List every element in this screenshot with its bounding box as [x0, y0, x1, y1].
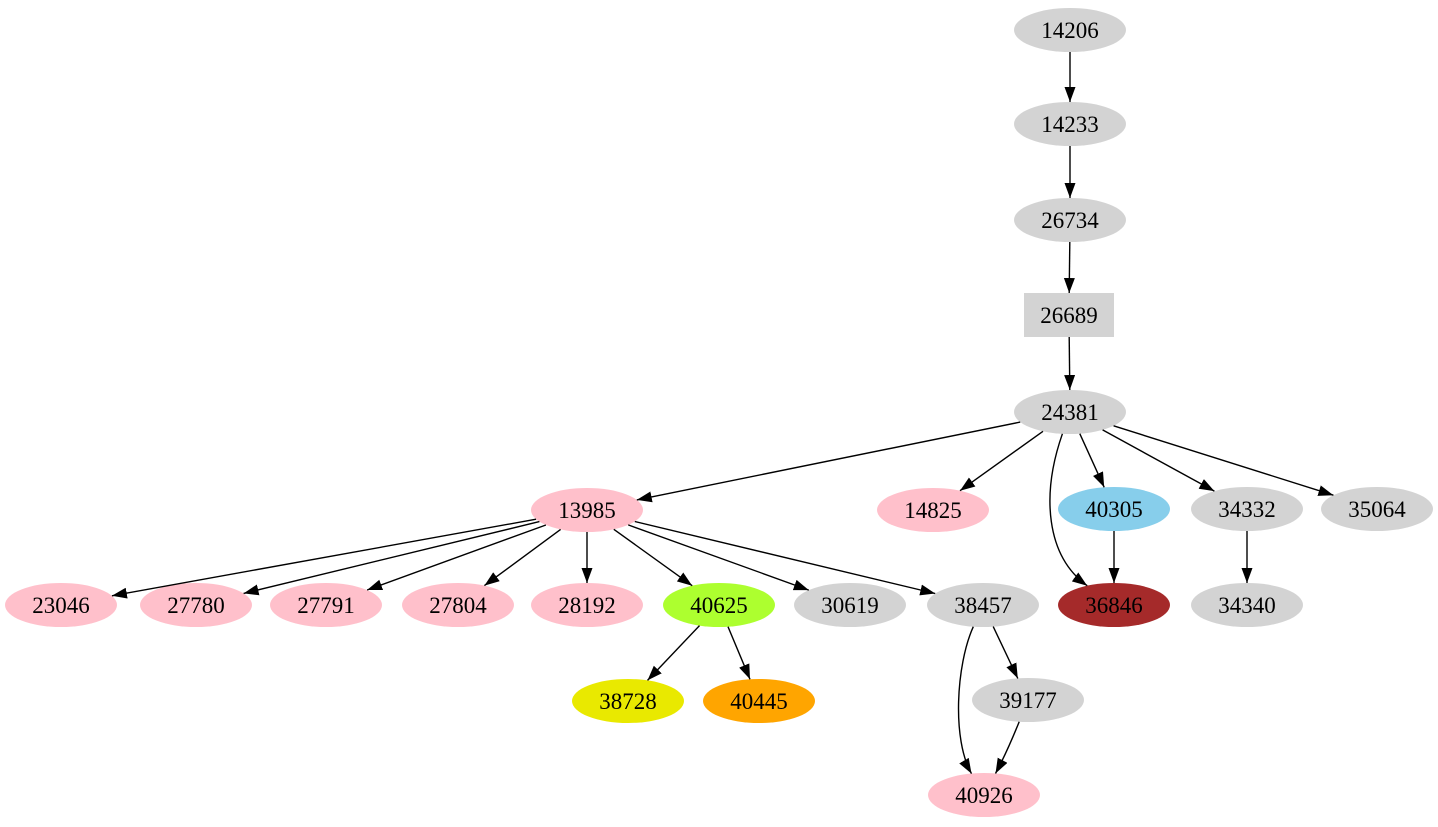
edge-38457-39177: [992, 626, 1019, 679]
node-shape-ellipse: [703, 679, 815, 723]
edge-13985-40625: [613, 528, 693, 587]
node-30619: 30619: [794, 583, 906, 627]
node-14206: 14206: [1014, 8, 1126, 52]
node-label: 14233: [1041, 112, 1099, 137]
node-shape-ellipse: [928, 773, 1040, 817]
edge-40625-38728: [646, 625, 701, 681]
node-shape-ellipse: [794, 583, 906, 627]
node-label: 36846: [1085, 593, 1143, 618]
edge-13985-27804: [483, 528, 562, 587]
node-39177: 39177: [972, 678, 1084, 722]
node-34340: 34340: [1191, 583, 1303, 627]
node-34332: 34332: [1191, 487, 1303, 531]
node-label: 38728: [599, 689, 657, 714]
node-shape-ellipse: [1058, 487, 1170, 531]
node-shape-ellipse: [402, 583, 514, 627]
node-shape-ellipse: [140, 583, 252, 627]
node-28192: 28192: [531, 583, 643, 627]
edge-24381-13985: [636, 421, 1021, 503]
edge-13985-23046: [111, 518, 537, 599]
node-label: 34340: [1218, 593, 1276, 618]
node-27780: 27780: [140, 583, 252, 627]
node-40305: 40305: [1058, 487, 1170, 531]
node-label: 26734: [1041, 208, 1099, 233]
edge-24381-35064: [1113, 425, 1334, 496]
node-13985: 13985: [531, 488, 643, 532]
edge-24381-40305: [1079, 433, 1105, 488]
node-shape-ellipse: [531, 583, 643, 627]
node-27791: 27791: [270, 583, 382, 627]
edge-26689-24381: [1064, 336, 1076, 391]
node-shape-ellipse: [1014, 390, 1126, 434]
edge-26734-26689: [1063, 241, 1075, 294]
node-shape-ellipse: [1058, 583, 1170, 627]
node-label: 13985: [558, 498, 616, 523]
node-26734: 26734: [1014, 198, 1126, 242]
node-14233: 14233: [1014, 102, 1126, 146]
node-label: 30619: [821, 593, 879, 618]
node-label: 27804: [429, 593, 487, 618]
node-24381: 24381: [1014, 390, 1126, 434]
node-shape-ellipse: [1014, 102, 1126, 146]
node-label: 24381: [1041, 400, 1099, 425]
node-label: 14206: [1041, 18, 1099, 43]
node-26689: 26689: [1024, 293, 1114, 337]
node-label: 27780: [167, 593, 225, 618]
edge-39177-40926: [994, 721, 1020, 774]
node-shape-ellipse: [5, 583, 117, 627]
node-38728: 38728: [572, 679, 684, 723]
node-35064: 35064: [1321, 487, 1433, 531]
node-shape-ellipse: [877, 488, 989, 532]
node-36846: 36846: [1058, 583, 1170, 627]
node-label: 23046: [32, 593, 90, 618]
node-shape-ellipse: [572, 679, 684, 723]
node-shape-ellipse: [270, 583, 382, 627]
node-shape-ellipse: [927, 583, 1039, 627]
node-38457: 38457: [927, 583, 1039, 627]
node-label: 14825: [904, 498, 962, 523]
node-shape-ellipse: [1014, 8, 1126, 52]
node-shape-ellipse: [1321, 487, 1433, 531]
node-40445: 40445: [703, 679, 815, 723]
edge-40625-40445: [727, 626, 751, 680]
edge-24381-34332: [1102, 429, 1215, 492]
node-14825: 14825: [877, 488, 989, 532]
node-label: 34332: [1218, 497, 1276, 522]
node-40926: 40926: [928, 773, 1040, 817]
node-label: 38457: [954, 593, 1012, 618]
edge-24381-36846: [1049, 433, 1088, 587]
edge-13985-27791: [366, 524, 547, 591]
node-shape-box: [1024, 293, 1114, 337]
node-23046: 23046: [5, 583, 117, 627]
edge-13985-30619: [627, 524, 810, 591]
node-27804: 27804: [402, 583, 514, 627]
nodes-layer: 14206 14233 26734 26689 24381 13985 14825 40305…: [5, 8, 1433, 817]
node-label: 27791: [297, 593, 355, 618]
edge-13985-38457: [634, 520, 936, 596]
node-shape-ellipse: [1014, 198, 1126, 242]
node-label: 40926: [955, 783, 1013, 808]
node-label: 40445: [730, 689, 788, 714]
edges-layer: [111, 52, 1334, 774]
node-label: 26689: [1040, 303, 1098, 328]
node-label: 39177: [999, 688, 1057, 713]
node-label: 40305: [1085, 497, 1143, 522]
node-shape-ellipse: [531, 488, 643, 532]
edge-24381-14825: [959, 430, 1044, 492]
node-label: 35064: [1348, 497, 1406, 522]
edge-38457-40926: [957, 626, 974, 774]
node-shape-ellipse: [1191, 583, 1303, 627]
node-shape-ellipse: [663, 583, 775, 627]
edge-13985-27780: [243, 520, 540, 596]
node-label: 28192: [558, 593, 616, 618]
node-shape-ellipse: [1191, 487, 1303, 531]
node-shape-ellipse: [972, 678, 1084, 722]
node-40625: 40625: [663, 583, 775, 627]
node-label: 40625: [690, 593, 748, 618]
